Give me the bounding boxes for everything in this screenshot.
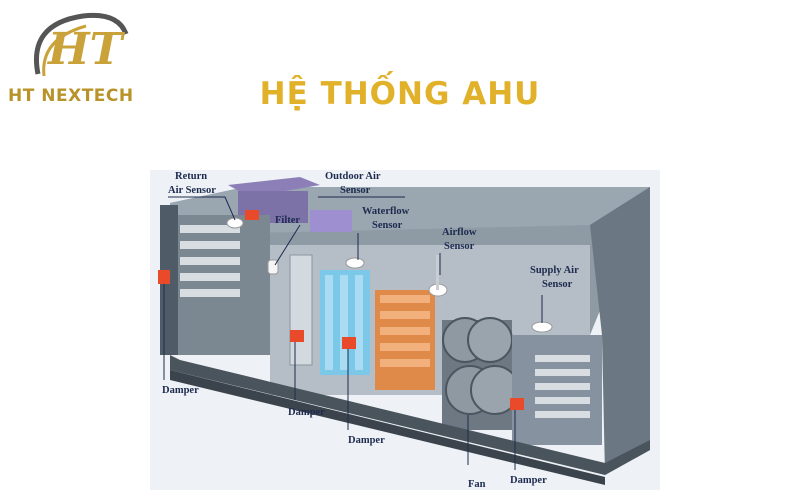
return-air-section [160,215,270,355]
base-rail [170,355,650,475]
supply-air-sensor [531,321,553,333]
label-damper-left: Damper [162,385,199,396]
label-waterflow-1: Waterflow [362,206,410,217]
logo-initials: HT [46,24,126,75]
label-airflow-1: Airflow [442,227,477,238]
ahu-diagram: Return Air Sensor Outdoor Air Sensor Fil… [150,170,660,490]
cooling-coil [320,270,370,375]
label-waterflow-2: Sensor [372,220,403,231]
label-supply-air-2: Sensor [542,279,573,290]
waterflow-sensor [345,257,365,269]
damper-actuator-right [510,398,524,410]
return-air-sensor [226,217,244,229]
label-outdoor-air-1: Outdoor Air [325,171,381,182]
heating-coil [375,290,435,390]
label-fan: Fan [468,479,486,490]
left-louvers [180,225,240,297]
label-damper-right: Damper [510,475,547,486]
brand-logo: HT [8,4,158,114]
label-damper-mid2: Damper [348,435,385,446]
page-title: HỆ THỐNG AHU [259,76,541,112]
label-damper-mid1: Damper [288,407,325,418]
damper-actuator-mid2 [342,337,356,349]
brand-name: HT NEXTECH [8,86,134,106]
label-filter: Filter [275,215,300,226]
damper-actuator-mid1 [290,330,304,342]
right-louvers [535,355,590,418]
leader-lines [163,196,543,470]
fan-assembly [442,317,520,430]
filter-panel [289,254,313,366]
label-return-air-2: Air Sensor [168,185,216,196]
label-return-air-1: Return [175,171,207,182]
logo-emblem-icon: HT [34,12,129,77]
label-supply-air-1: Supply Air [530,265,579,276]
label-airflow-2: Sensor [444,241,475,252]
damper-actuator-left [158,270,170,284]
label-outdoor-air-2: Sensor [340,185,371,196]
